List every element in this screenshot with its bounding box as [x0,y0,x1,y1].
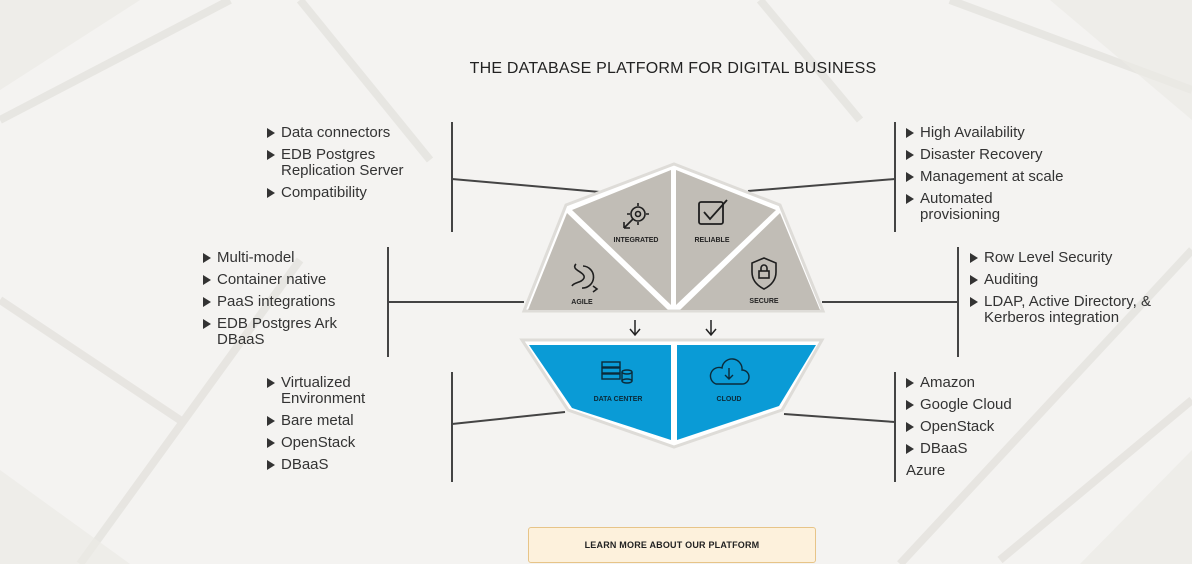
bracket-reliable [894,122,896,232]
route-arrow-icon [571,263,599,293]
gear-arrow-icon [623,203,649,229]
triangle-bullet-icon [906,378,914,388]
triangle-bullet-icon [203,319,211,329]
list-item: DBaaS [267,457,417,473]
cloud-download-icon [709,358,750,385]
list-item: Virtualized Environment [267,375,417,407]
connector-integrated [451,178,601,193]
segment-integrated [572,170,671,305]
list-item: OpenStack [267,435,417,451]
segment-reliable [676,170,776,305]
learn-more-button-label: LEARN MORE ABOUT OUR PLATFORM [584,540,760,550]
shield-lock-icon [751,257,777,290]
list-item: Compatibility [267,185,437,201]
triangle-bullet-icon [267,438,275,448]
triangle-bullet-icon [267,188,275,198]
list-item: Google Cloud [906,397,1076,413]
triangle-bullet-icon [906,128,914,138]
list-item: High Availability [906,125,1076,141]
list-item: Row Level Security [970,250,1160,266]
data-center-feature-list: Virtualized Environment Bare metal OpenS… [267,375,417,479]
list-item: Management at scale [906,169,1076,185]
connector-reliable [747,178,896,192]
triangle-bullet-icon [203,253,211,263]
arrow-down-icon [629,320,641,337]
connector-data-center [451,411,566,425]
arrow-down-icon [705,320,717,337]
segment-agile [528,213,668,310]
triangle-bullet-icon [906,400,914,410]
segment-integrated-label: INTEGRATED [614,237,659,244]
segment-reliable-label: RELIABLE [695,237,730,244]
list-item: Multi-model [203,250,373,266]
list-item: Amazon [906,375,1076,391]
triangle-bullet-icon [970,253,978,263]
triangle-bullet-icon [906,150,914,160]
segment-cloud [677,345,816,440]
agile-feature-list: Multi-model Container native PaaS integr… [203,250,373,354]
bracket-cloud [894,372,896,482]
segment-secure [680,213,820,310]
integrated-feature-list: Data connectors EDB Postgres Replication… [267,125,437,207]
triangle-bullet-icon [906,444,914,454]
learn-more-button[interactable]: LEARN MORE ABOUT OUR PLATFORM [528,527,816,563]
list-item: Data connectors [267,125,437,141]
triangle-bullet-icon [203,297,211,307]
server-database-icon [601,361,633,384]
segment-data-center [529,345,671,440]
segment-data-center-label: DATA CENTER [594,396,643,403]
reliable-feature-list: High Availability Disaster Recovery Mana… [906,125,1076,229]
page-title: THE DATABASE PLATFORM FOR DIGITAL BUSINE… [469,60,877,77]
bracket-integrated [451,122,453,232]
list-item: Automated provisioning [906,191,1076,223]
list-item: EDB Postgres Ark DBaaS [203,316,373,348]
list-item: DBaaS [906,441,1076,457]
list-item: Bare metal [267,413,417,429]
connector-cloud [783,413,896,423]
list-item: OpenStack [906,419,1076,435]
triangle-bullet-icon [267,150,275,160]
bracket-agile [387,247,389,357]
triangle-bullet-icon [970,275,978,285]
list-item: Auditing [970,272,1160,288]
checkbox-icon [698,199,728,225]
triangle-bullet-icon [203,275,211,285]
list-item: LDAP, Active Directory, & Kerberos integ… [970,294,1160,326]
cloud-feature-list: Amazon Google Cloud OpenStack DBaaS Azur… [906,375,1076,485]
secure-feature-list: Row Level Security Auditing LDAP, Active… [970,250,1160,332]
triangle-bullet-icon [906,172,914,182]
list-item: PaaS integrations [203,294,373,310]
bracket-secure [957,247,959,357]
list-item: EDB Postgres Replication Server [267,147,437,179]
segment-secure-label: SECURE [749,298,779,305]
triangle-bullet-icon [906,422,914,432]
segment-agile-label: AGILE [571,299,593,306]
list-item: Disaster Recovery [906,147,1076,163]
triangle-bullet-icon [267,128,275,138]
triangle-bullet-icon [267,460,275,470]
triangle-bullet-icon [906,194,914,204]
triangle-bullet-icon [970,297,978,307]
triangle-bullet-icon [267,378,275,388]
bracket-data-center [451,372,453,482]
segment-cloud-label: CLOUD [717,396,742,403]
triangle-bullet-icon [267,416,275,426]
list-item: Container native [203,272,373,288]
list-item: Azure [906,462,946,479]
